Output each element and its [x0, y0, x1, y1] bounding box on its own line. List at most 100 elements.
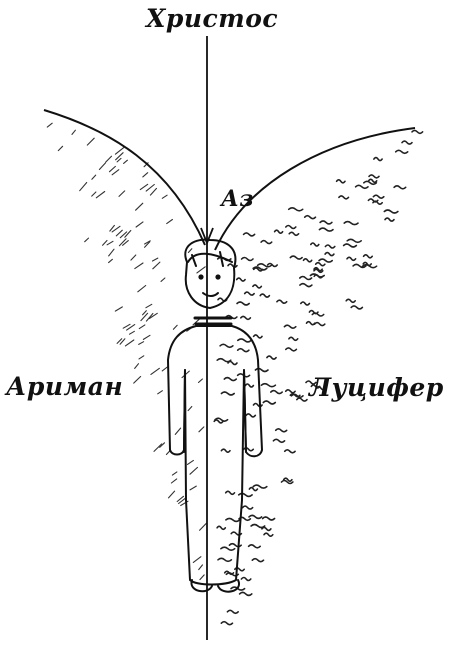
- wave-stroke: [285, 450, 295, 453]
- hatch-stroke: [123, 324, 130, 328]
- figure-eye-left: [199, 275, 202, 278]
- wave-stroke: [221, 622, 232, 625]
- wave-stroke: [286, 226, 296, 229]
- wave-stroke: [217, 526, 225, 529]
- hatch-stroke: [188, 249, 191, 253]
- wave-stroke: [351, 306, 362, 309]
- wave-stroke: [237, 302, 249, 305]
- hatch-stroke: [119, 191, 125, 197]
- wave-stroke: [289, 208, 303, 211]
- hatch-stroke: [143, 311, 147, 315]
- hatch-stroke: [143, 173, 148, 177]
- hatch-stroke: [58, 146, 62, 150]
- label-ego: Аз: [221, 186, 254, 212]
- hatch-stroke: [134, 377, 141, 384]
- hatch-stroke: [200, 575, 204, 580]
- hatch-stroke: [131, 255, 136, 260]
- hatch-stroke: [153, 258, 158, 261]
- wave-stroke: [252, 559, 263, 562]
- wave-stroke: [249, 545, 261, 548]
- wave-stroke: [237, 278, 245, 281]
- wave-stroke: [347, 239, 361, 242]
- wave-stroke: [263, 401, 275, 404]
- hatch-stroke: [169, 491, 175, 498]
- wave-stroke: [221, 449, 230, 452]
- wave-stroke: [300, 284, 312, 287]
- wave-stroke: [289, 232, 298, 235]
- wave-stroke: [300, 277, 312, 280]
- wave-stroke: [263, 517, 275, 520]
- hatch-stroke: [151, 368, 160, 374]
- wave-stroke: [319, 259, 332, 262]
- wave-stroke: [305, 216, 316, 219]
- wave-stroke: [239, 493, 252, 496]
- wave-stroke: [242, 258, 253, 261]
- wave-stroke: [369, 175, 379, 178]
- wave-stroke: [267, 356, 276, 359]
- hatch-stroke: [130, 331, 135, 334]
- wave-stroke: [297, 398, 307, 401]
- hatch-stroke: [188, 460, 194, 464]
- figure-robe: [168, 326, 262, 585]
- wave-stroke: [325, 253, 334, 256]
- hatch-stroke: [138, 286, 146, 292]
- wave-stroke: [240, 592, 252, 595]
- wave-stroke: [286, 348, 297, 351]
- wave-stroke: [344, 244, 357, 247]
- wave-stroke: [312, 313, 323, 316]
- wave-stroke: [286, 390, 295, 393]
- hatch-stroke: [154, 444, 162, 452]
- wave-stroke: [304, 259, 312, 262]
- hatch-stroke: [199, 565, 203, 570]
- wave-stroke: [246, 414, 255, 417]
- wave-stroke: [344, 222, 358, 225]
- wave-stroke: [373, 195, 383, 198]
- wave-stroke: [238, 349, 249, 352]
- wave-stroke: [254, 335, 262, 338]
- wave-stroke: [339, 196, 349, 199]
- hatch-stroke: [110, 166, 116, 171]
- hatch-stroke: [112, 170, 119, 175]
- wave-stroke: [402, 141, 412, 144]
- figure-hair: [188, 252, 232, 266]
- hatch-stroke: [125, 340, 133, 346]
- wave-stroke: [221, 547, 235, 550]
- hatch-stroke: [150, 188, 156, 195]
- wave-stroke: [273, 439, 284, 442]
- wave-stroke: [261, 241, 272, 244]
- wave-stroke: [261, 384, 275, 387]
- wave-stroke: [364, 255, 373, 258]
- hatch-stroke: [135, 364, 139, 369]
- hatch-stroke: [99, 163, 105, 170]
- wave-stroke: [260, 294, 269, 297]
- hatch-stroke: [139, 342, 144, 345]
- wave-stroke: [290, 256, 302, 259]
- figure-collar: [195, 318, 231, 324]
- hatch-stroke: [172, 472, 177, 475]
- hatch-stroke: [92, 175, 96, 179]
- wave-stroke: [311, 243, 319, 246]
- wave-stroke: [289, 337, 298, 340]
- wave-stroke: [245, 384, 253, 387]
- hatch-stroke: [158, 391, 163, 394]
- wave-stroke: [221, 392, 234, 395]
- wave-stroke: [396, 150, 408, 153]
- hatch-stroke: [136, 203, 143, 210]
- hatch-stroke: [136, 222, 143, 227]
- hatch-stroke: [153, 262, 160, 269]
- hatch-stroke: [190, 467, 198, 474]
- wave-stroke: [243, 506, 253, 509]
- hatch-stroke: [161, 278, 165, 281]
- hatch-stroke: [199, 379, 203, 383]
- hatch-stroke: [162, 195, 167, 198]
- wave-stroke: [356, 185, 368, 188]
- hatch-stroke: [115, 307, 122, 311]
- wave-stroke: [264, 533, 273, 536]
- wave-stroke: [245, 292, 254, 295]
- wave-stroke: [276, 429, 287, 432]
- wave-stroke: [262, 527, 271, 530]
- hatch-stroke: [193, 557, 201, 563]
- label-ahriman: Ариман: [6, 372, 123, 401]
